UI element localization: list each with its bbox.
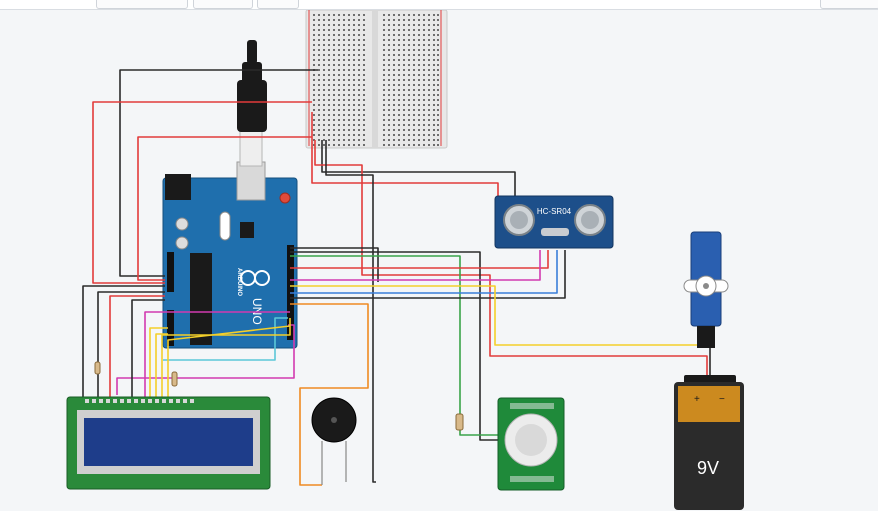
reset-button[interactable]	[279, 192, 291, 204]
resistor-lcd-right[interactable]	[171, 371, 178, 387]
toolbar-button-left[interactable]	[96, 0, 188, 9]
lcd-pin-header	[85, 399, 194, 403]
atmega-chip	[190, 253, 212, 345]
ultrasonic-label: HC-SR04	[537, 207, 572, 216]
resistor-lcd-left[interactable]	[94, 361, 101, 375]
toolbar-button-far-right[interactable]	[820, 0, 878, 9]
servo-motor[interactable]	[683, 231, 729, 348]
toolbar-button-mid[interactable]	[193, 0, 253, 9]
usb-cable[interactable]	[237, 40, 267, 167]
toolbar-button-right[interactable]	[257, 0, 299, 9]
pir-sensor[interactable]	[497, 397, 565, 491]
wires	[82, 69, 711, 486]
circuit-canvas[interactable]: ARDUINO UNO	[0, 10, 878, 511]
lcd-display[interactable]	[66, 396, 271, 490]
top-toolbar	[0, 0, 878, 10]
resistor-pir[interactable]	[455, 413, 464, 431]
battery-minus: −	[719, 394, 725, 405]
barrel-jack	[165, 174, 191, 200]
breadboard-holes	[313, 14, 439, 146]
ultrasonic-sensor[interactable]: HC-SR04	[494, 195, 614, 249]
battery-voltage: 9V	[697, 458, 719, 478]
arduino-logo	[240, 270, 270, 286]
arduino-board[interactable]: ARDUINO UNO	[162, 161, 298, 349]
piezo-buzzer[interactable]	[311, 397, 357, 485]
arduino-brand-text: ARDUINO	[236, 268, 242, 296]
breadboard[interactable]	[305, 10, 448, 149]
battery-plus: +	[694, 394, 700, 405]
battery-9v[interactable]: + − 9V	[674, 375, 744, 510]
usb-port	[236, 161, 266, 201]
